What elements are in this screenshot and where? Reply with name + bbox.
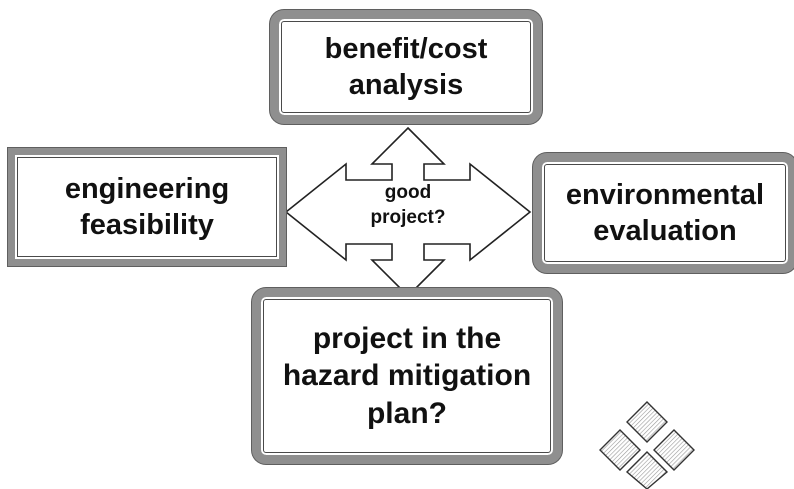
environmental-evaluation-label: environmental evaluation — [565, 178, 765, 247]
diamond-bottom-icon — [625, 451, 669, 489]
hazard-mitigation-plan-box: project in the hazard mitigation plan? — [252, 288, 562, 464]
hazard-mitigation-plan-label: project in the hazard mitigation plan? — [282, 321, 532, 430]
environmental-evaluation-box: environmental evaluation — [533, 153, 794, 273]
diamond-right-icon — [653, 429, 695, 471]
diamond-top-icon — [626, 401, 668, 443]
diamond-left-icon — [599, 429, 641, 471]
engineering-feasibility-box: engineering feasibility — [8, 148, 286, 266]
center-question-label: good project? — [370, 182, 446, 228]
benefit-cost-analysis-box: benefit/cost analysis — [270, 10, 542, 124]
engineering-feasibility-label: engineering feasibility — [64, 172, 230, 241]
benefit-cost-analysis-label: benefit/cost analysis — [324, 32, 488, 101]
